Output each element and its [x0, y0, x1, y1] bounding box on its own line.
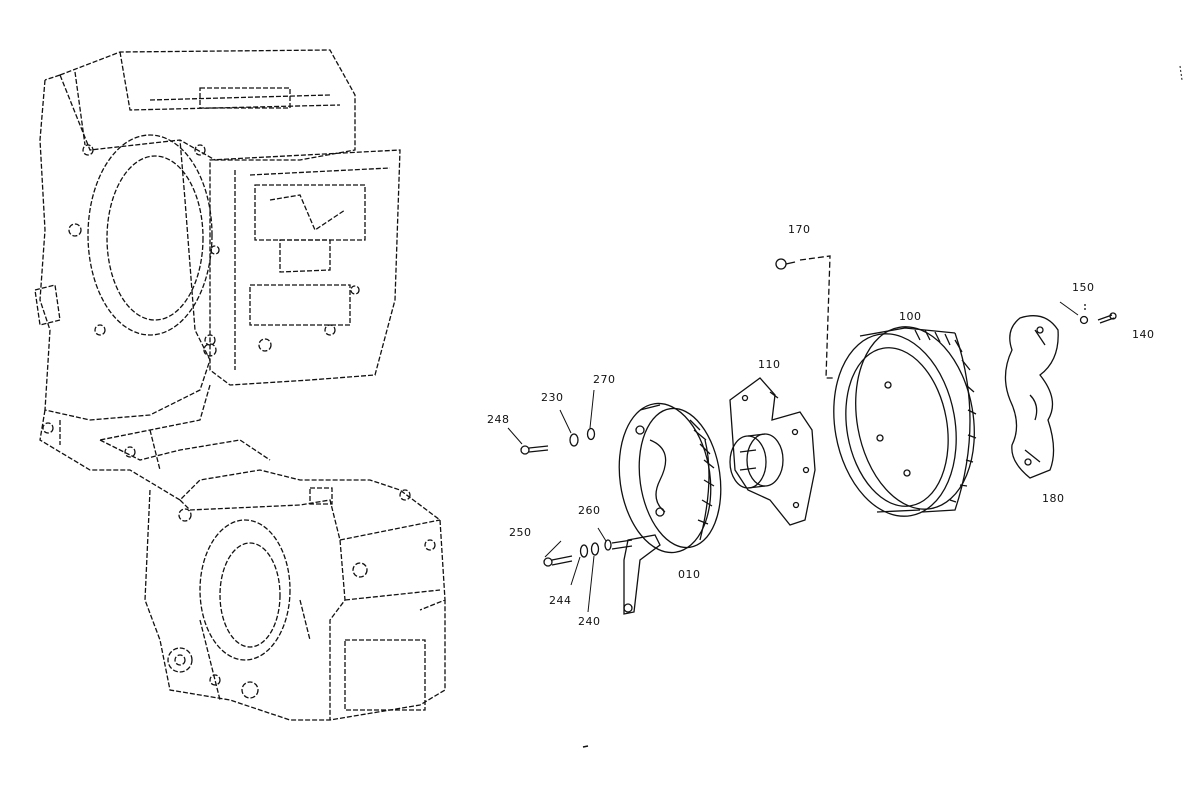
label-140: 140 — [1132, 328, 1155, 341]
label-110: 110 — [758, 358, 781, 371]
label-150: 150 — [1072, 281, 1095, 294]
leader-lines — [507, 301, 1079, 613]
part-244-washer — [579, 544, 589, 558]
part-250-bolt — [543, 555, 573, 567]
label-240: 240 — [578, 615, 601, 628]
part-110-hub-flange — [729, 377, 816, 526]
part-270-ring — [586, 427, 596, 441]
part-140-screw — [1097, 312, 1117, 324]
label-270: 270 — [593, 373, 616, 386]
label-250: 250 — [509, 526, 532, 539]
label-244: 244 — [549, 594, 572, 607]
label-248: 248 — [487, 413, 510, 426]
part-150-washer — [1079, 304, 1089, 325]
label-170: 170 — [788, 223, 811, 236]
part-248-bolt — [520, 445, 549, 455]
label-260: 260 — [578, 504, 601, 517]
part-260-ring — [604, 539, 612, 551]
transmission-housing — [34, 49, 446, 721]
label-230: 230 — [541, 391, 564, 404]
part-010-brake-shoe-assembly — [611, 402, 722, 615]
label-180: 180 — [1042, 492, 1065, 505]
label-010: 010 — [678, 568, 701, 581]
part-100-brake-drum — [833, 326, 977, 517]
part-240-washer — [590, 542, 600, 556]
part-180-spring-clip — [1004, 315, 1059, 479]
label-100: 100 — [899, 310, 922, 323]
part-170-bolt — [775, 255, 834, 379]
part-230-washer — [569, 433, 579, 447]
